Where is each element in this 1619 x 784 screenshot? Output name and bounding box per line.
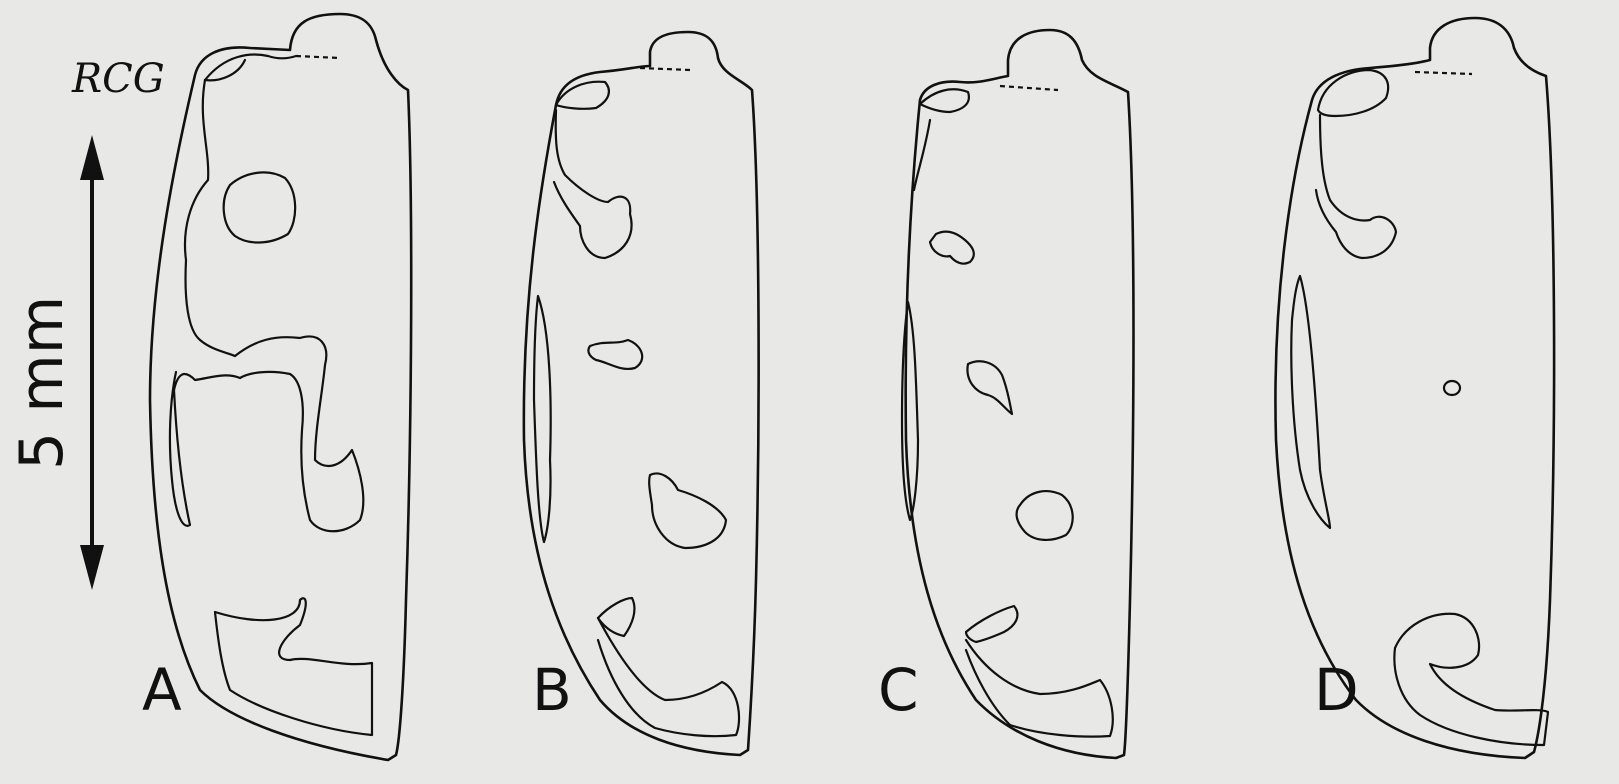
panel-label-d: D [1314,656,1359,724]
arrow-up-icon [80,135,104,180]
panel-a-section [150,14,411,760]
artist-signature: RCG [71,56,165,102]
scale-bar-label: 5 mm [7,296,77,470]
panel-label-a: A [142,656,182,724]
panel-b-section [524,32,759,755]
panel-label-b: B [532,656,572,724]
panel-c-section [902,30,1134,758]
panel-d-section [1275,18,1554,758]
scale-bar [80,135,104,590]
arrow-down-icon [80,545,104,590]
panel-label-c: C [878,656,919,724]
